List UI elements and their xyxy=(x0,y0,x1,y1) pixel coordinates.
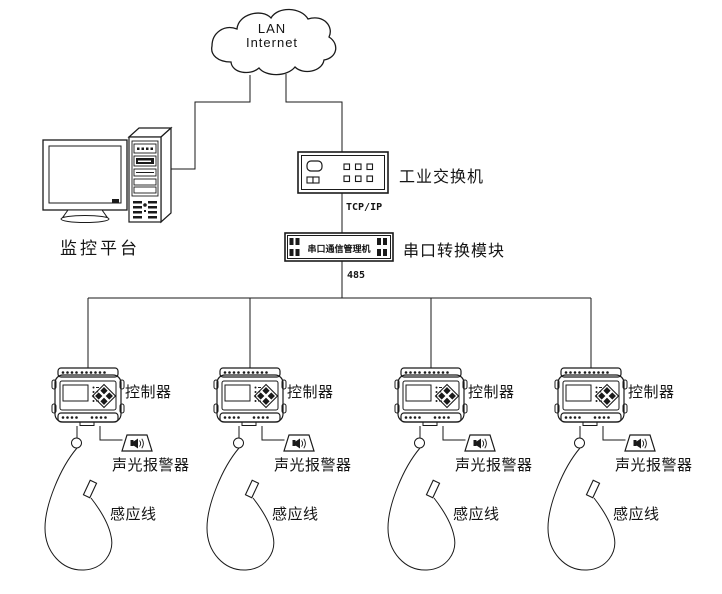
sensor-label-4: 感应线 xyxy=(613,506,660,523)
sensor-label-2: 感应线 xyxy=(272,506,319,523)
controller-label-4: 控制器 xyxy=(628,384,675,401)
cloud-icon xyxy=(211,8,337,76)
cloud-label: LAN Internet xyxy=(212,22,332,50)
controller-label-1: 控制器 xyxy=(125,384,172,401)
controller-label-3: 控制器 xyxy=(468,384,515,401)
alarm-label-4: 声光报警器 xyxy=(615,457,693,474)
cloud-label-line1: LAN xyxy=(257,21,287,36)
industrial-switch-icon xyxy=(297,151,389,194)
sensor-label-3: 感应线 xyxy=(453,506,500,523)
alarm-label-1: 声光报警器 xyxy=(112,457,190,474)
controller-label-2: 控制器 xyxy=(287,384,334,401)
monitor-icon xyxy=(42,139,128,223)
serial-device-text: 串口通信管理机 xyxy=(307,244,371,254)
tcpip-link-label: TCP/IP xyxy=(346,202,383,213)
cloud-label-line2: Internet xyxy=(245,35,299,50)
serial-module-icon xyxy=(284,232,394,262)
connection-lines xyxy=(87,74,592,368)
computer-tower-icon xyxy=(127,126,173,224)
alarm-label-2: 声光报警器 xyxy=(274,457,352,474)
industrial-switch-label: 工业交换机 xyxy=(399,169,485,186)
alarm-label-3: 声光报警器 xyxy=(455,457,533,474)
monitoring-platform-label: 监控平台 xyxy=(60,239,140,258)
rs485-link-label: 485 xyxy=(347,270,366,281)
serial-module-label: 串口转换模块 xyxy=(403,243,506,260)
sensor-label-1: 感应线 xyxy=(110,506,157,523)
